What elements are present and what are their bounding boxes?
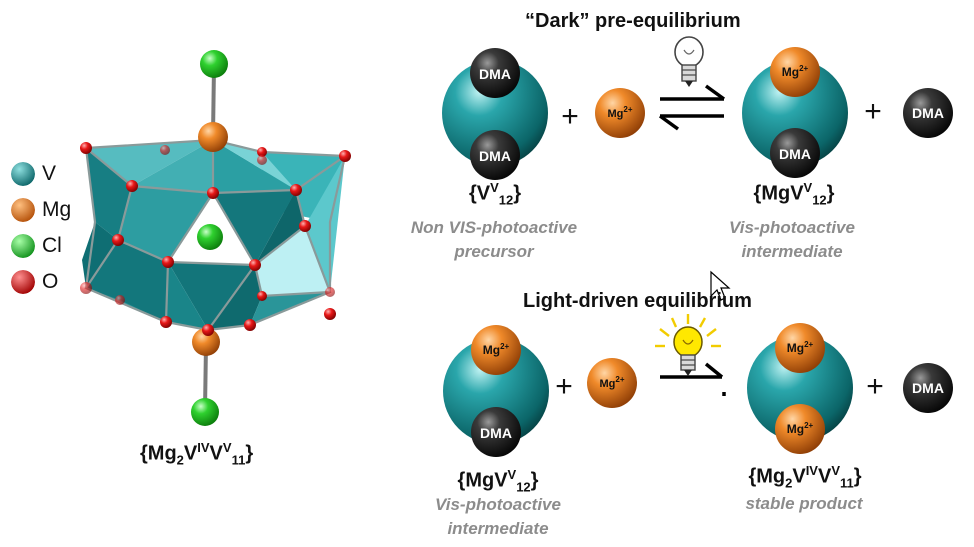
forward-arrow [660, 362, 726, 396]
legend-label: V [42, 162, 57, 185]
mgv12-formula: {MgVV12} [753, 180, 835, 208]
oxygen-atoms [80, 142, 351, 336]
mg-ion-sphere: Mg2+ [595, 88, 645, 138]
o-atom-icon [11, 270, 35, 294]
cl-atom [191, 398, 219, 426]
legend-item-mg: Mg [6, 196, 96, 232]
polyoxovanadate-cluster [80, 50, 351, 426]
plus-operator: + [864, 95, 882, 128]
dma-label: DMA [479, 66, 511, 82]
dark-pre-equilibrium-title: “Dark” pre-equilibrium [525, 10, 741, 32]
mg-ion-sphere-2: Mg2+ [587, 358, 637, 408]
dma-sphere [470, 130, 520, 180]
mg-label: Mg2+ [787, 340, 814, 355]
v-atom-icon [11, 162, 35, 186]
v-polyhedron [213, 190, 296, 265]
mg-sphere [775, 323, 825, 373]
v-polyhedron [82, 222, 118, 288]
v12-cluster-sphere: DMA DMA [442, 48, 548, 180]
dma-label: DMA [479, 148, 511, 164]
v-polyhedron [86, 140, 213, 186]
mg-sphere [770, 47, 820, 97]
dma-free-sphere: DMA [903, 88, 953, 138]
v-polyhedron [86, 148, 132, 240]
legend-item-cl: Cl [6, 232, 96, 268]
dma-label: DMA [912, 105, 944, 121]
mouse-cursor-icon [710, 270, 731, 301]
dma-sphere [470, 48, 520, 98]
mgv12-formula-2: {MgVV12} [457, 467, 539, 495]
mgv12-cluster-sphere: Mg2+ DMA [742, 47, 848, 178]
lightbulb-on-icon [655, 314, 721, 376]
v-polyhedron [213, 140, 296, 190]
mg2v12-formula: {Mg2VIVVV11} [748, 463, 862, 491]
mg2v12-caption: stable product [745, 494, 863, 513]
v-polyhedron [118, 186, 213, 262]
mg-atom [198, 122, 228, 152]
legend-label: Mg [42, 198, 72, 221]
mg2v12-cluster-sphere: Mg2+ Mg2+ [747, 323, 853, 454]
v-polyhedron [255, 190, 305, 265]
plus-operator: + [561, 100, 579, 133]
v-polyhedron [208, 265, 262, 330]
atom-legend: V Mg Cl O [6, 160, 96, 304]
light-driven-equilibrium-title: Light-driven equilibrium [523, 290, 752, 312]
mg-label: Mg2+ [787, 421, 814, 436]
cluster-formula: {Mg2VIVVV11} [140, 440, 254, 468]
mg-label: Mg2+ [483, 342, 510, 357]
v-polyhedron [213, 140, 296, 193]
cl-atom [197, 224, 223, 250]
legend-item-o: O [6, 268, 96, 304]
mg-ion-label: Mg2+ [599, 375, 624, 390]
dma-label: DMA [912, 380, 944, 396]
equilibrium-arrows [658, 84, 726, 131]
cl-atom-icon [11, 234, 35, 258]
mg-atom [192, 328, 220, 356]
mg-sphere [471, 325, 521, 375]
dma-label: DMA [480, 425, 512, 441]
dma-free-sphere-2: DMA [903, 363, 953, 413]
mgv12-cluster-sphere-2: Mg2+ DMA [443, 325, 549, 457]
dma-label: DMA [779, 146, 811, 162]
legend-label: O [42, 270, 59, 293]
mg-ion-label: Mg2+ [607, 105, 632, 120]
v-polyhedron [166, 262, 208, 330]
plus-operator: + [555, 370, 573, 403]
legend-item-v: V [6, 160, 96, 196]
v-polyhedron [168, 262, 255, 330]
mg-label: Mg2+ [782, 64, 809, 79]
v-polyhedron [132, 140, 213, 193]
mg-atom-icon [11, 198, 35, 222]
v-polyhedron [86, 240, 168, 322]
cl-atom [200, 50, 228, 78]
v12-formula: {VV12} [468, 180, 522, 208]
lightbulb-off-icon [674, 36, 704, 87]
plus-operator: + [866, 370, 884, 403]
dma-sphere [770, 128, 820, 178]
mg-sphere [775, 404, 825, 454]
dma-sphere [471, 407, 521, 457]
v-polyhedron [305, 156, 345, 292]
legend-label: Cl [42, 234, 62, 257]
